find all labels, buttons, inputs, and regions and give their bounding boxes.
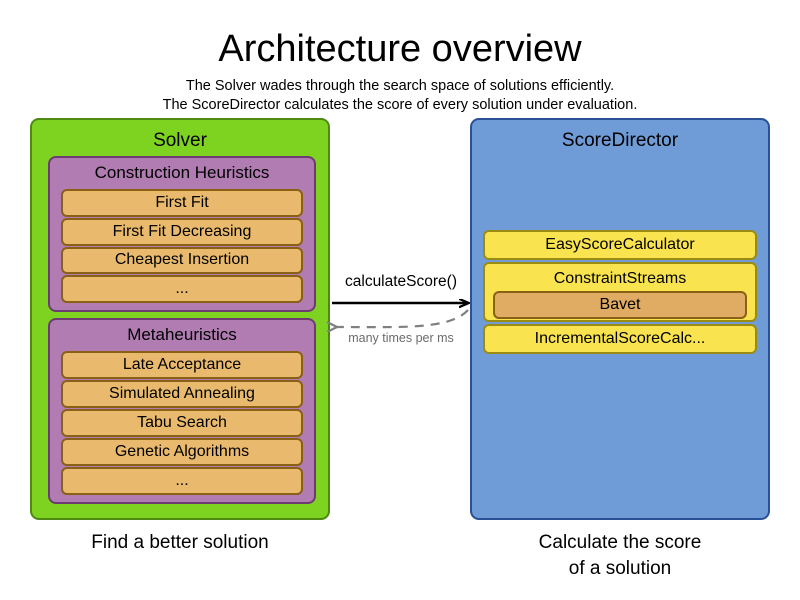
list-item[interactable]: Cheapest Insertion bbox=[61, 246, 303, 275]
group-title-metaheuristics: Metaheuristics bbox=[127, 325, 237, 344]
list-item[interactable]: ... bbox=[61, 467, 303, 495]
subtitle-line-1: The Solver wades through the search spac… bbox=[185, 78, 615, 94]
list-item[interactable]: Simulated Annealing bbox=[61, 380, 303, 408]
construction-heuristics-item-list: First Fit First Fit Decreasing Cheapest … bbox=[61, 189, 303, 303]
solver-panel[interactable]: Solver Construction Heuristics First Fit… bbox=[30, 118, 330, 520]
subtitle-block: The Solver wades through the search spac… bbox=[0, 72, 800, 115]
solver-panel-title: Solver bbox=[153, 130, 207, 151]
list-item[interactable]: Late Acceptance bbox=[61, 351, 303, 379]
list-item[interactable]: First Fit Decreasing bbox=[61, 217, 303, 246]
group-construction-heuristics[interactable]: Construction Heuristics First Fit First … bbox=[48, 156, 316, 312]
group-title-construction-heuristics: Construction Heuristics bbox=[94, 163, 270, 182]
label-calculate-score: calculateScore() bbox=[345, 273, 457, 290]
metaheuristics-item-list: Late Acceptance Simulated Annealing Tabu… bbox=[61, 351, 303, 495]
group-metaheuristics[interactable]: Metaheuristics Late Acceptance Simulated… bbox=[48, 318, 316, 504]
label-many-times-per-ms: many times per ms bbox=[348, 331, 454, 345]
list-item[interactable]: First Fit bbox=[61, 189, 303, 217]
calculator-constraint-streams-label: ConstraintStreams bbox=[553, 270, 687, 287]
scoredirector-panel[interactable]: ScoreDirector EasyScoreCalculator Constr… bbox=[470, 118, 770, 520]
caption-scoredirector: Calculate the score of a solution bbox=[470, 530, 770, 582]
caption-scoredirector-line-1: Calculate the score bbox=[538, 532, 702, 553]
caption-solver: Find a better solution bbox=[91, 532, 269, 553]
calculator-easy-score-calculator[interactable]: EasyScoreCalculator bbox=[483, 230, 757, 260]
diagram-header: Architecture overview The Solver wades t… bbox=[0, 0, 800, 115]
calculator-list: EasyScoreCalculator ConstraintStreams Ba… bbox=[483, 230, 757, 354]
nested-item-bavet[interactable]: Bavet bbox=[493, 291, 747, 319]
caption-scoredirector-line-2: of a solution bbox=[568, 558, 672, 579]
list-item[interactable]: ... bbox=[61, 275, 303, 303]
scoredirector-panel-title: ScoreDirector bbox=[561, 130, 679, 151]
subtitle-line-2: The ScoreDirector calculates the score o… bbox=[162, 97, 638, 113]
calculator-incremental-score-calculator[interactable]: IncrementalScoreCalc... bbox=[483, 324, 757, 354]
page-title: Architecture overview bbox=[218, 28, 582, 70]
list-item[interactable]: Genetic Algorithms bbox=[61, 438, 303, 466]
list-item[interactable]: Tabu Search bbox=[61, 409, 303, 437]
arrow-many-times-per-ms bbox=[336, 309, 469, 327]
calculator-constraint-streams[interactable]: ConstraintStreams Bavet bbox=[483, 262, 757, 322]
